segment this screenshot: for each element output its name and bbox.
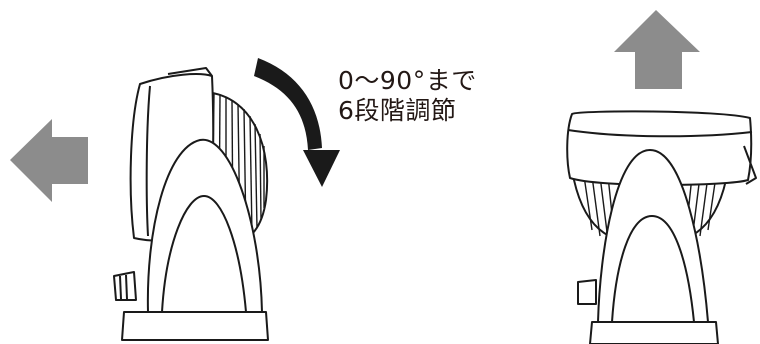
fan-base [121,311,269,341]
arrow-left-icon [10,119,88,202]
caption-line-2: 6段階調節 [338,96,457,125]
fan-side-view [113,67,269,341]
fan-stand [597,149,709,323]
fan-front-view [566,110,757,344]
knob [113,271,137,301]
arrow-up-icon [614,10,700,89]
caption-line-1: 0～90°まで [338,66,477,95]
tilt-caption: 0～90°まで 6段階調節 [338,66,477,126]
curved-arrow-down-icon [254,58,340,187]
fan-housing-top [566,110,753,186]
fan-base [589,321,719,344]
fan-stand [146,138,263,313]
